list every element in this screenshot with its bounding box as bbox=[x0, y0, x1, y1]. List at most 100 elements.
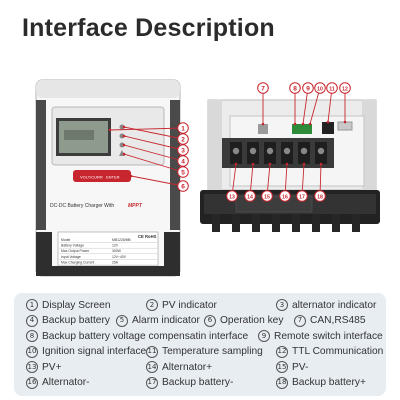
legend-item: 7 CAN,RS485 bbox=[294, 314, 366, 327]
spec-value: 25A bbox=[112, 260, 119, 264]
callout-marker: 6 bbox=[177, 180, 189, 192]
callout-marker: 15 bbox=[261, 190, 273, 202]
svg-text:9: 9 bbox=[306, 85, 310, 92]
heatsink-fin bbox=[292, 214, 300, 232]
callout-marker: 18 bbox=[314, 190, 326, 202]
legend-number: 10 bbox=[26, 345, 38, 358]
legend-text: CAN,RS485 bbox=[310, 315, 366, 326]
legend-row: 8 Backup battery voltage compensatin inte… bbox=[26, 330, 386, 344]
legend-number: 7 bbox=[294, 314, 306, 327]
svg-text:6: 6 bbox=[181, 183, 185, 190]
legend-text: PV- bbox=[292, 361, 309, 373]
svg-text:7: 7 bbox=[261, 85, 265, 92]
enter-button: ENTER bbox=[106, 175, 120, 180]
svg-text:10: 10 bbox=[317, 86, 323, 92]
backup-battery-indicator bbox=[119, 142, 125, 148]
legend-number: 3 bbox=[276, 299, 288, 311]
svg-text:15: 15 bbox=[264, 194, 270, 200]
legend-number: 4 bbox=[26, 314, 38, 327]
callout-marker: 17 bbox=[296, 190, 308, 202]
svg-text:3: 3 bbox=[181, 147, 185, 154]
operation-keys bbox=[73, 170, 131, 182]
spec-label: Model bbox=[61, 238, 70, 242]
svg-text:16: 16 bbox=[282, 194, 288, 200]
legend-text: Operation key bbox=[220, 315, 284, 326]
legend-number: 12 bbox=[276, 345, 288, 358]
svg-text:13: 13 bbox=[229, 194, 235, 200]
page-title: Interface Description bbox=[22, 14, 275, 42]
legend-item: 8 Backup battery voltage compensatin inte… bbox=[26, 330, 248, 342]
legend-text: Backup battery+ bbox=[292, 377, 366, 388]
legend-number: 8 bbox=[26, 330, 38, 342]
svg-text:11: 11 bbox=[329, 86, 335, 92]
callout-marker: 2 bbox=[177, 133, 189, 145]
heatsink-fin bbox=[272, 214, 280, 232]
legend-text: Temperature sampling bbox=[162, 346, 263, 357]
spec-label: Input Voltage bbox=[61, 255, 81, 259]
callout-marker: 8 bbox=[289, 82, 301, 94]
legend-item: 12 TTL Communication bbox=[276, 345, 384, 358]
callout-marker: 3 bbox=[177, 144, 189, 156]
callout-marker: 10 bbox=[314, 82, 326, 94]
svg-text:8: 8 bbox=[293, 85, 297, 92]
legend-text: alternator indicator bbox=[292, 299, 377, 311]
legend-item: 6 Operation key bbox=[204, 314, 284, 327]
product-illustration: VOLT/CURR ENTER DC-DC Battery Charger Wi… bbox=[35, 79, 380, 277]
legend-number: 17 bbox=[146, 376, 158, 389]
spec-label: Max Charging Current bbox=[61, 260, 94, 264]
legend-text: Backup battery- bbox=[162, 377, 234, 388]
legend-text: Backup battery bbox=[42, 315, 110, 326]
callout-marker: 12 bbox=[339, 82, 351, 94]
legend-number: 15 bbox=[276, 361, 288, 373]
heatsink-fin bbox=[312, 214, 320, 232]
can-rs485-port bbox=[258, 124, 268, 134]
spec-label: Max Output Power bbox=[61, 249, 90, 253]
callout-marker: 1 bbox=[177, 122, 189, 134]
charger-front-view: VOLT/CURR ENTER DC-DC Battery Charger Wi… bbox=[35, 79, 181, 277]
spec-value: 300W bbox=[112, 249, 122, 253]
heatsink-fin bbox=[332, 214, 340, 232]
callout-marker: 4 bbox=[177, 155, 189, 167]
legend-item: 17 Backup battery- bbox=[146, 376, 234, 389]
volt-curr-button: VOLT/CURR bbox=[80, 175, 103, 180]
svg-text:17: 17 bbox=[299, 194, 305, 200]
legend-number: 1 bbox=[26, 299, 38, 311]
legend-item: 4 Backup battery bbox=[26, 314, 110, 327]
callout-marker: 14 bbox=[244, 190, 256, 202]
legend-text: PV indicator bbox=[162, 299, 217, 311]
callout-marker: 5 bbox=[177, 166, 189, 178]
svg-text:12: 12 bbox=[342, 86, 348, 92]
legend-number: 16 bbox=[26, 376, 38, 389]
legend-text: Backup battery voltage compensatin inter… bbox=[42, 330, 249, 342]
legend-number: 18 bbox=[276, 376, 288, 389]
spec-value: 12V bbox=[112, 244, 119, 248]
svg-text:14: 14 bbox=[247, 194, 253, 200]
legend-number: 5 bbox=[116, 314, 128, 327]
pv-indicator bbox=[119, 124, 125, 130]
svg-text:2: 2 bbox=[181, 136, 185, 143]
legend-item: 3 alternator indicator bbox=[276, 299, 376, 311]
charger-terminal-view bbox=[200, 99, 380, 232]
legend-text: TTL Communication bbox=[292, 346, 384, 357]
legend-number: 9 bbox=[258, 330, 270, 342]
legend-item: 15 PV- bbox=[276, 361, 308, 373]
spec-value: 12V~40V bbox=[112, 255, 127, 259]
legend-number: 6 bbox=[204, 314, 216, 327]
green-terminal-block bbox=[292, 124, 312, 134]
svg-text:5: 5 bbox=[181, 169, 185, 176]
alternator-indicator bbox=[119, 133, 125, 139]
heatsink-fin bbox=[232, 214, 240, 232]
heatsink-fin bbox=[352, 214, 360, 232]
